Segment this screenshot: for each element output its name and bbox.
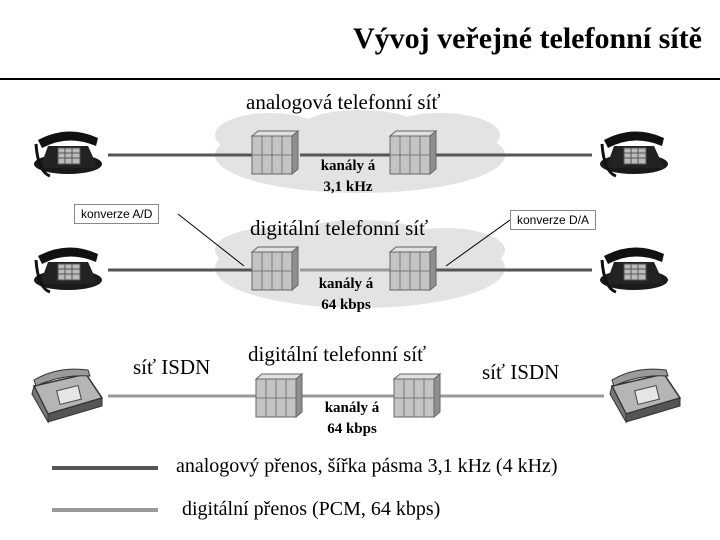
analog-channels-line1: kanály á	[320, 158, 376, 174]
legend-analog-label: analogový přenos, šířka pásma 3,1 kHz (4…	[176, 455, 558, 477]
telephone-icon	[598, 245, 670, 294]
telephone-icon	[32, 129, 104, 178]
isdn-phone-icon	[31, 368, 103, 423]
analog-network-label: analogová telefonní síť	[246, 90, 441, 114]
isdn-channels-line1: kanály á	[324, 400, 380, 416]
digital-channels-line1: kanály á	[318, 276, 374, 292]
isdn-right-label: síť ISDN	[482, 360, 560, 384]
digital-channels: kanály á 64 kbps	[310, 274, 382, 316]
ad-pointer	[177, 213, 245, 267]
page-title: Vývoj veřejné telefonní sítě	[352, 22, 702, 55]
title-divider	[0, 78, 720, 80]
telephone-icon	[32, 245, 104, 294]
conversion-da-box: konverze D/A	[510, 210, 597, 230]
isdn-network-label: digitální telefonní síť	[248, 342, 427, 366]
legend-digital-label: digitální přenos (PCM, 64 kbps)	[182, 498, 441, 520]
conversion-ad-box: konverze A/D	[74, 204, 160, 224]
analog-channels: kanály á 3,1 kHz	[312, 156, 384, 198]
analog-channels-line2: 3,1 kHz	[323, 179, 373, 195]
switch-icon	[251, 246, 299, 291]
switch-icon	[255, 373, 303, 418]
da-pointer	[445, 219, 511, 267]
isdn-channels: kanály á 64 kbps	[316, 398, 388, 440]
isdn-left-label: síť ISDN	[133, 355, 211, 379]
switch-icon	[251, 130, 299, 175]
switch-icon	[393, 373, 441, 418]
switch-icon	[389, 246, 437, 291]
switch-icon	[389, 130, 437, 175]
isdn-channels-line2: 64 kbps	[327, 421, 377, 437]
digital-network-label: digitální telefonní síť	[250, 216, 429, 240]
telephone-icon	[598, 129, 670, 178]
isdn-phone-icon	[609, 368, 681, 423]
digital-channels-line2: 64 kbps	[321, 297, 371, 313]
